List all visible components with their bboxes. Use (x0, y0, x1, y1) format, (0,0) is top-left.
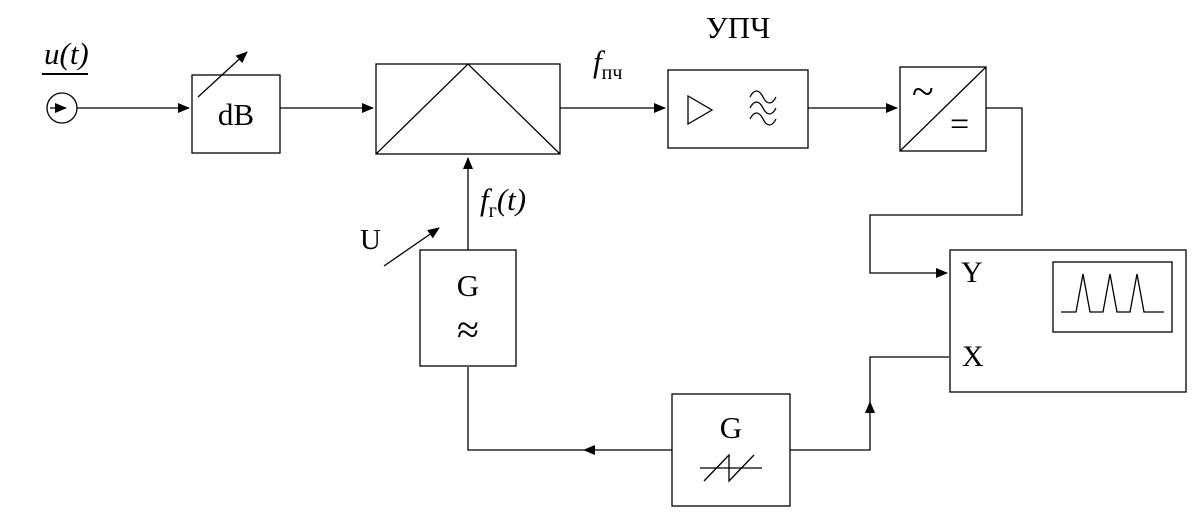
lo-frequency-arg: (t) (496, 182, 527, 217)
vco-variable-arrow-icon (383, 227, 440, 267)
lo-frequency-sub: г (488, 200, 497, 222)
vco-waveform-symbol: ≈ (457, 307, 479, 352)
pulse-waveform-icon (1061, 273, 1164, 313)
scope-x-input-label: X (962, 340, 984, 373)
attenuator-label: dB (217, 96, 255, 132)
amplifier-triangle-icon (687, 94, 714, 126)
mixer-box (375, 63, 561, 155)
detector-dc-symbol: = (950, 106, 970, 143)
vco-letter: G (456, 268, 480, 303)
if-frequency-base: f (593, 44, 602, 79)
scope-y-input-label: Y (961, 256, 983, 289)
sweep-generator-letter: G (719, 410, 743, 445)
if-amplifier-box (667, 69, 809, 149)
wire-sweep-to-scope-x-arrow (790, 401, 875, 451)
oscilloscope-screen (1052, 261, 1173, 333)
if-amplifier-title: УПЧ (705, 10, 771, 45)
wire-detector-to-scope-y (869, 107, 1023, 278)
detector-divider (899, 66, 987, 152)
if-frequency-sub: пч (601, 62, 623, 84)
vco-control-label: U (360, 224, 381, 256)
attenuator-variable-arrow-icon (197, 51, 248, 98)
lo-frequency-base: f (480, 182, 489, 217)
wire-sweep-to-scope-x (869, 356, 949, 402)
lo-frequency-label: fг(t) (480, 182, 527, 221)
mixer-symbol (375, 63, 561, 155)
input-signal-label: u(t) (44, 36, 89, 71)
detector-ac-symbol: ~ (912, 69, 934, 114)
attenuator-box (191, 74, 281, 154)
wire-sweep-to-vco (467, 367, 584, 451)
sawtooth-icon (700, 453, 762, 483)
if-frequency-label: fпч (593, 44, 622, 83)
bandpass-filter-icon (749, 90, 777, 126)
detector-box (899, 66, 987, 152)
oscilloscope-box (949, 249, 1187, 393)
input-signal-underline (42, 73, 88, 75)
